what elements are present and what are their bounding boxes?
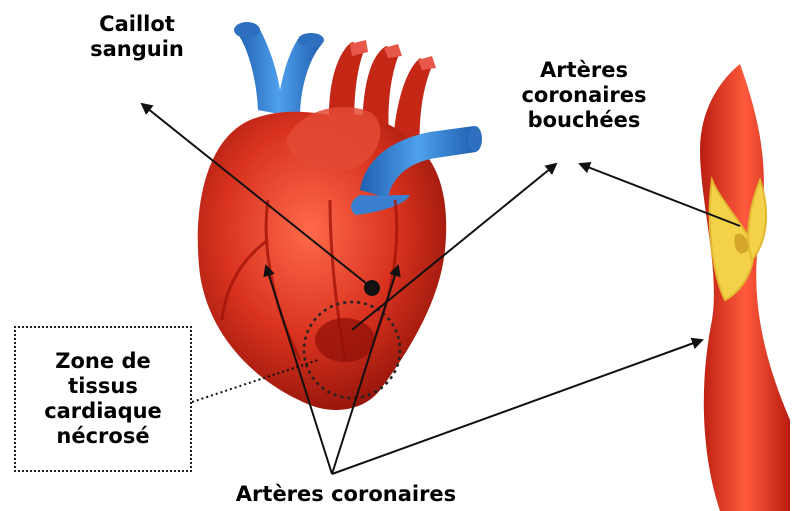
label-necrose-line-3: cardiaque xyxy=(18,399,188,424)
label-necrose-line-2: tissus xyxy=(18,374,188,399)
label-arteres-coronaires-bouchees: Artères coronaires bouchées xyxy=(484,58,684,134)
label-zone-necrose: Zone de tissus cardiaque nécrosé xyxy=(18,349,188,450)
label-caillot-sanguin: Caillot sanguin xyxy=(62,12,212,62)
label-arteres-coronaires: Artères coronaires xyxy=(196,482,496,507)
label-caillot-line-2: sanguin xyxy=(62,37,212,62)
label-necrose-line-1: Zone de xyxy=(18,349,188,374)
necrosis-label-box: Zone de tissus cardiaque nécrosé xyxy=(14,326,192,472)
label-bouchees-line-1: Artères xyxy=(484,58,684,83)
necrosis-zone xyxy=(315,318,375,362)
vena-cava xyxy=(234,22,324,118)
label-caillot-line-1: Caillot xyxy=(62,12,212,37)
label-bouchees-line-2: coronaires xyxy=(484,83,684,108)
label-bouchees-line-3: bouchées xyxy=(484,108,684,133)
label-necrose-line-4: nécrosé xyxy=(18,424,188,449)
artery-cross-section xyxy=(700,64,792,511)
